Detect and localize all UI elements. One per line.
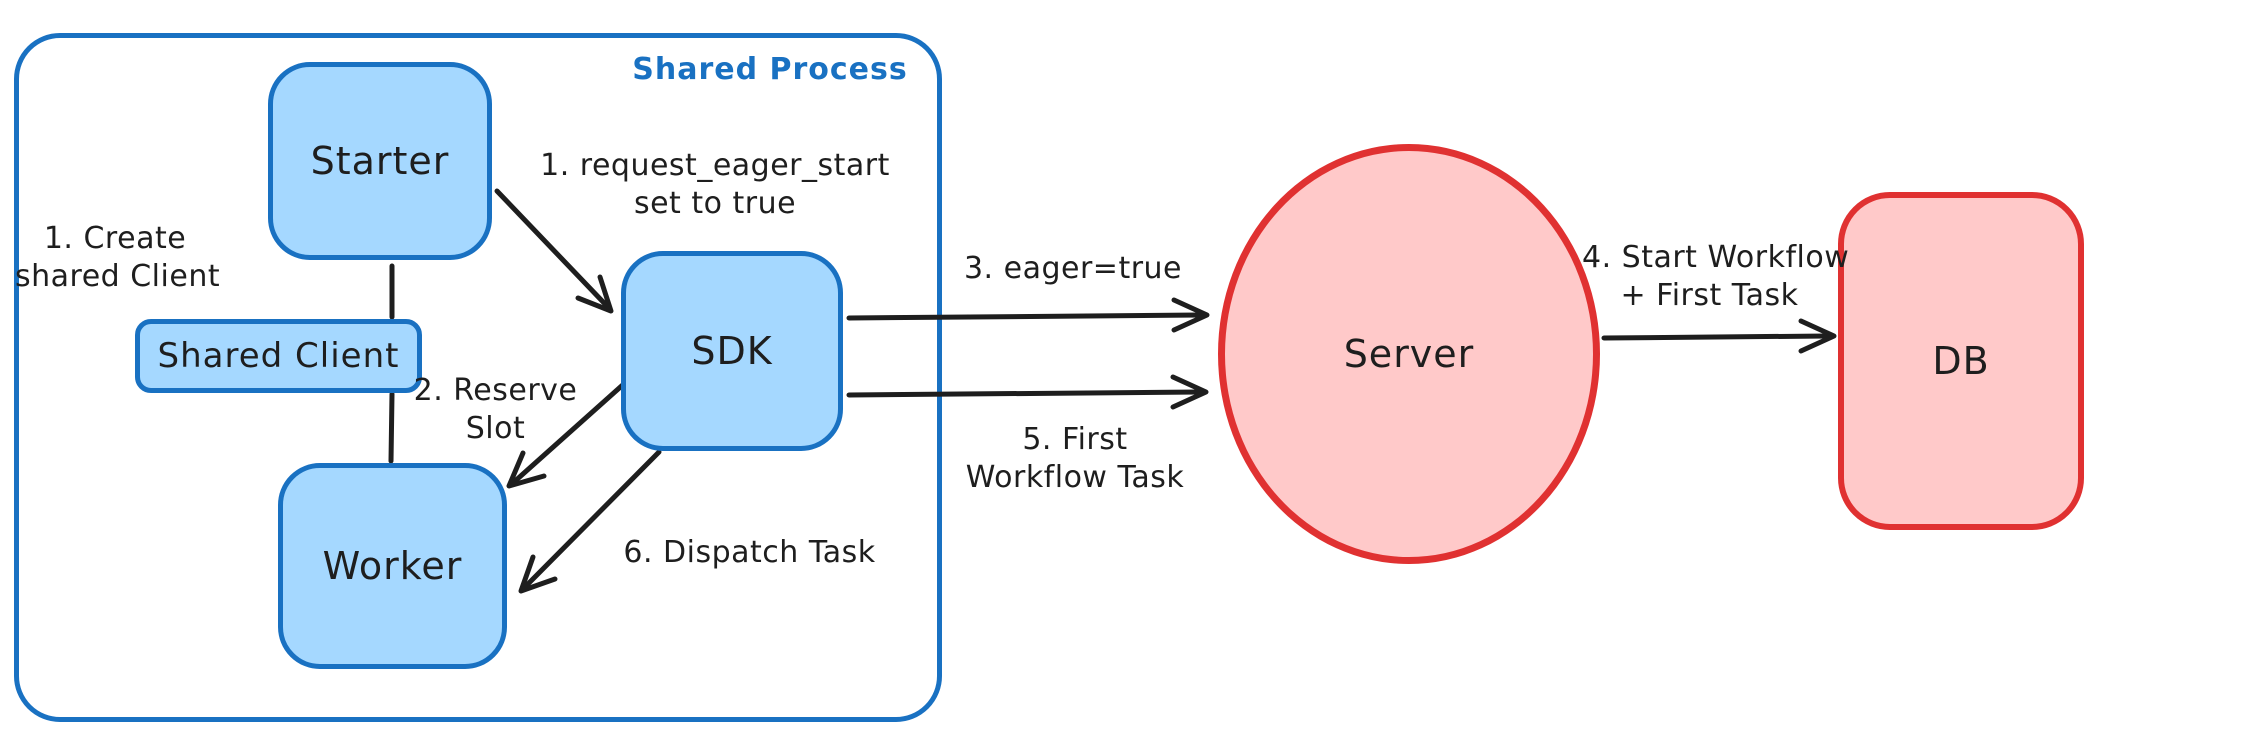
annotation-request-eager-start-line2: set to true xyxy=(633,186,797,221)
server-label: Server xyxy=(1343,332,1475,376)
annotation-request-eager-start: 1. request_eager_start set to true xyxy=(520,147,910,223)
sdk-node: SDK xyxy=(621,251,843,451)
annotation-reserve-slot: 2. Reserve Slot xyxy=(408,372,583,448)
worker-node: Worker xyxy=(278,463,507,669)
db-node: DB xyxy=(1838,192,2084,530)
annotation-first-workflow-task-line2: Workflow Task xyxy=(965,460,1185,495)
arrow-server-db xyxy=(1601,333,1830,341)
arrowhead-sdk-server-firsttask xyxy=(1170,374,1209,410)
starter-label: Starter xyxy=(310,139,450,183)
annotation-start-workflow-first-task: 4. Start Workflow + First Task xyxy=(1582,239,1850,315)
server-node: Server xyxy=(1218,144,1600,564)
annotation-eager-true: 3. eager=true xyxy=(963,251,1183,286)
annotation-reserve-slot-line2: Slot xyxy=(465,411,526,446)
annotation-create-shared-client-line1: 1. Create xyxy=(43,221,187,256)
sdk-label: SDK xyxy=(691,329,773,373)
arrowhead-sdk-server-eager xyxy=(1171,297,1210,333)
worker-label: Worker xyxy=(322,544,463,588)
annotation-dispatch-task: 6. Dispatch Task xyxy=(623,535,876,570)
shared-client-label: Shared Client xyxy=(157,336,400,376)
shared-client-node: Shared Client xyxy=(135,319,422,393)
shared-process-container xyxy=(14,33,942,722)
arrowhead-server-db xyxy=(1798,318,1837,354)
shared-process-label: Shared Process xyxy=(632,52,908,87)
annotation-create-shared-client: 1. Create shared Client xyxy=(15,220,221,296)
annotation-start-workflow-first-task-line2: + First Task xyxy=(1620,278,1799,313)
annotation-start-workflow-first-task-line1: 4. Start Workflow xyxy=(1582,240,1850,275)
starter-node: Starter xyxy=(268,62,492,260)
annotation-first-workflow-task: 5. First Workflow Task xyxy=(945,421,1205,497)
db-label: DB xyxy=(1932,339,1990,383)
annotation-request-eager-start-line1: 1. request_eager_start xyxy=(540,148,890,183)
annotation-reserve-slot-line1: 2. Reserve xyxy=(413,373,578,408)
annotation-first-workflow-task-line1: 5. First xyxy=(1022,422,1128,457)
annotation-create-shared-client-line2: shared Client xyxy=(15,259,221,294)
